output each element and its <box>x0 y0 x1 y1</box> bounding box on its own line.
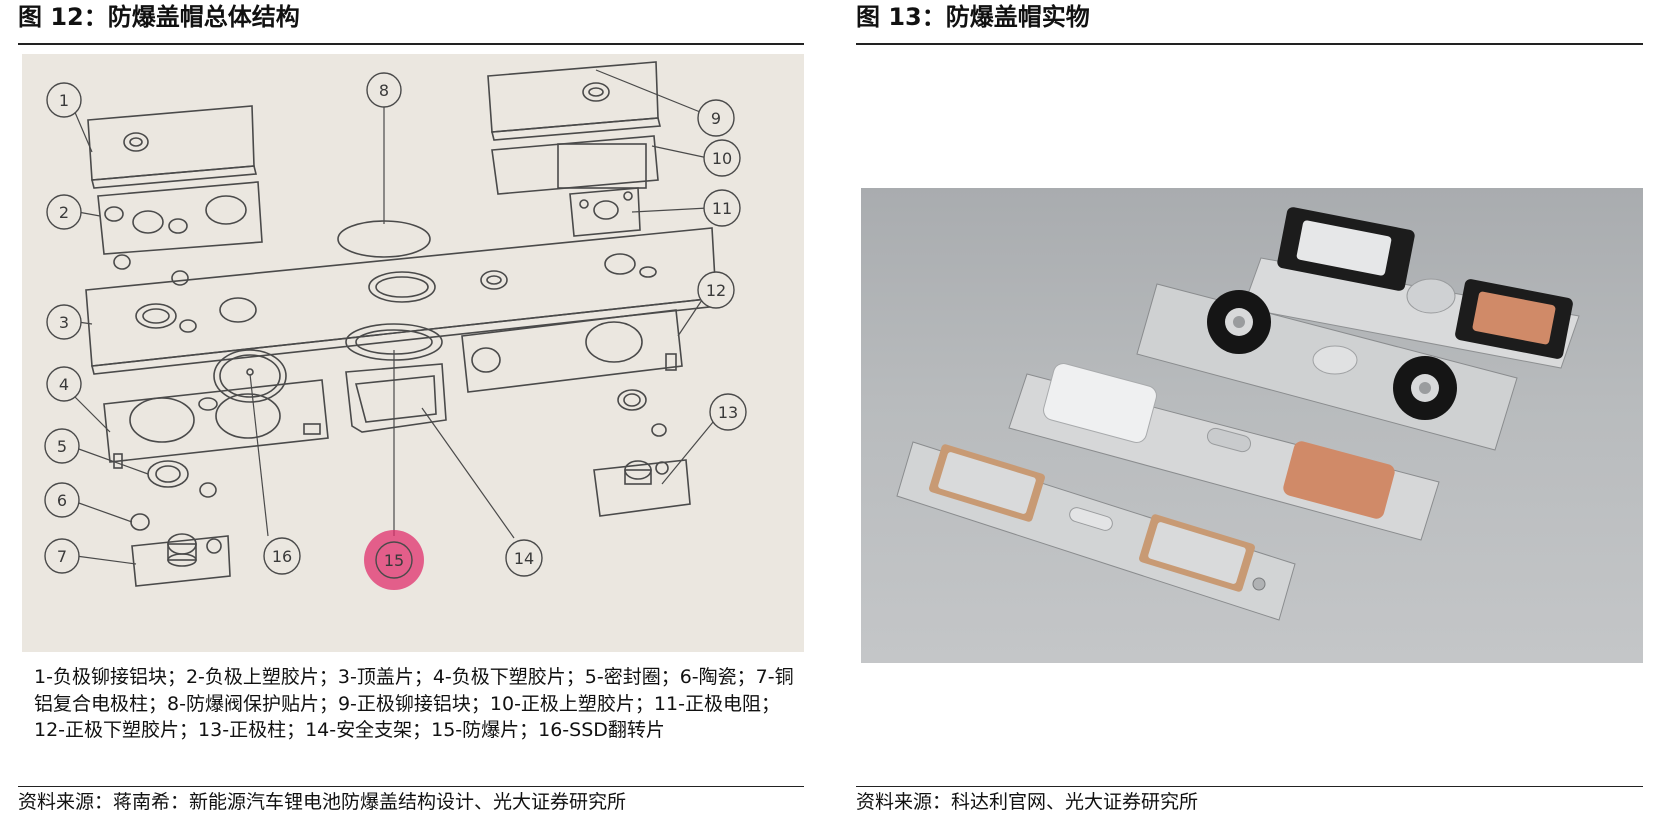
part-negative-lower-plastic <box>103 379 329 469</box>
part-cu-al-terminal <box>131 533 231 587</box>
callout-1: 1 <box>59 91 69 110</box>
cap-plate-1 <box>1242 207 1580 369</box>
left-figure-caption: 1-负极铆接铝块；2-负极上塑胶片；3-顶盖片；4-负极下塑胶片；5-密封圈；6… <box>34 666 794 741</box>
part-positive-lower-plastic <box>461 309 683 393</box>
part-positive-terminal <box>593 459 691 517</box>
callout-12: 12 <box>706 281 726 300</box>
right-figure-source: 资料来源：科达利官网、光大证券研究所 <box>856 791 1199 813</box>
part-negative-rivet-block <box>87 105 258 189</box>
callout-14: 14 <box>514 549 534 568</box>
cap-plate-2 <box>1136 283 1518 451</box>
callout-7: 7 <box>57 547 67 566</box>
part-positive-upper-plastic <box>491 135 659 195</box>
callout-10: 10 <box>712 149 732 168</box>
left-figure-title: 图 12：防爆盖帽总体结构 <box>18 3 300 31</box>
part-positive-rivet-block <box>487 61 662 141</box>
callout-8: 8 <box>379 81 389 100</box>
explosion-proof-cap-exploded-drawing: 1 2 3 4 5 6 7 8 9 10 11 12 13 14 15 16 <box>22 54 804 652</box>
part-safety-bracket <box>345 363 447 433</box>
callout-4: 4 <box>59 375 69 394</box>
part-ssd-flip-disc <box>213 349 287 403</box>
right-source-rule <box>856 786 1643 787</box>
left-figure-source: 资料来源：蒋南希：新能源汽车锂电池防爆盖结构设计、光大证券研究所 <box>18 791 627 813</box>
left-source-rule <box>18 786 804 787</box>
cap-plate-3 <box>1008 363 1440 541</box>
callout-3: 3 <box>59 313 69 332</box>
part-ceramic <box>130 513 150 531</box>
part-top-cover-plate <box>85 227 719 375</box>
highlight-stamp <box>364 530 424 590</box>
callout-2: 2 <box>59 203 69 222</box>
callout-5: 5 <box>57 437 67 456</box>
explosion-proof-cap-photo <box>861 188 1643 663</box>
left-title-rule <box>18 43 804 45</box>
part-negative-upper-plastic <box>97 181 263 255</box>
callout-11: 11 <box>712 199 732 218</box>
callout-16: 16 <box>272 547 292 566</box>
part-valve-protective-patch <box>337 220 431 258</box>
cap-plate-4 <box>896 441 1296 621</box>
right-figure-title: 图 13：防爆盖帽实物 <box>856 3 1090 31</box>
callout-15: 15 <box>384 551 404 570</box>
part-sealing-ring <box>147 460 189 488</box>
callout-6: 6 <box>57 491 67 510</box>
right-title-rule <box>856 43 1643 45</box>
callout-13: 13 <box>718 403 738 422</box>
callout-9: 9 <box>711 109 721 128</box>
part-positive-resistor <box>569 187 641 237</box>
